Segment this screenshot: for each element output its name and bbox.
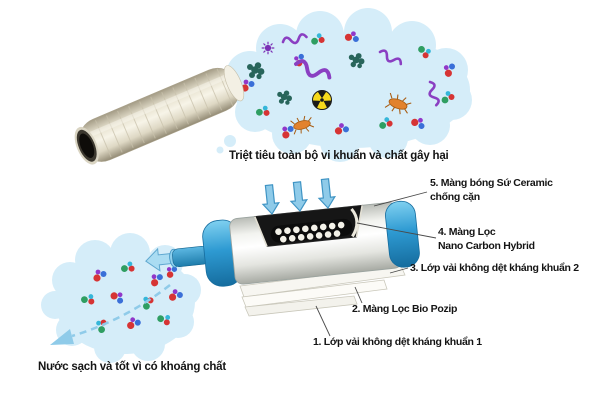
caption-destroy-bacteria: Triệt tiêu toàn bộ vi khuẩn và chất gây … xyxy=(229,150,449,162)
dashed-flow-arrow-icon xyxy=(50,284,171,345)
cartridge-right-cap xyxy=(385,200,420,268)
leader-line-layer-2 xyxy=(354,286,363,304)
label-layer-2-bio-pozip: 2. Màng Lọc Bio Pozip xyxy=(352,303,458,315)
label-layer-5-ceramic-membrane: 5. Màng bóng Sứ Ceramic chống cặn xyxy=(430,177,553,203)
virus-icon xyxy=(261,41,275,55)
clean-water-cloud xyxy=(41,233,201,363)
label-layer-3-nonwoven-2: 3. Lớp vải không dệt kháng khuẩn 2 xyxy=(410,262,579,274)
leader-line-layer-1 xyxy=(315,305,331,337)
tube-bore-hole xyxy=(79,133,95,158)
tube-ribs xyxy=(95,68,234,158)
ceramic-beads xyxy=(275,221,345,243)
down-arrow-icon xyxy=(316,177,337,210)
down-arrow-icon xyxy=(260,183,281,216)
label-layer-1-nonwoven-1: 1. Lớp vải không dệt kháng khuẩn 1 xyxy=(313,336,482,348)
ceramic-filter-tube xyxy=(74,65,245,165)
ceramic-cut-edge xyxy=(350,207,359,238)
down-arrow-icon xyxy=(288,180,309,213)
radiation-icon xyxy=(311,90,333,110)
peeled-layer-2 xyxy=(241,279,388,308)
outflow-arrow-icon xyxy=(145,247,172,272)
leader-line-layer-3 xyxy=(389,267,409,274)
label-layer-4-nano-carbon: 4. Màng Lọc Nano Carbon Hybrid xyxy=(438,226,535,252)
caption-clean-water: Nước sạch và tốt vì có khoáng chất xyxy=(38,361,227,373)
leader-line-layer-4 xyxy=(356,222,437,239)
leader-line-layer-5 xyxy=(373,191,428,207)
peeled-layer-1 xyxy=(244,295,358,317)
